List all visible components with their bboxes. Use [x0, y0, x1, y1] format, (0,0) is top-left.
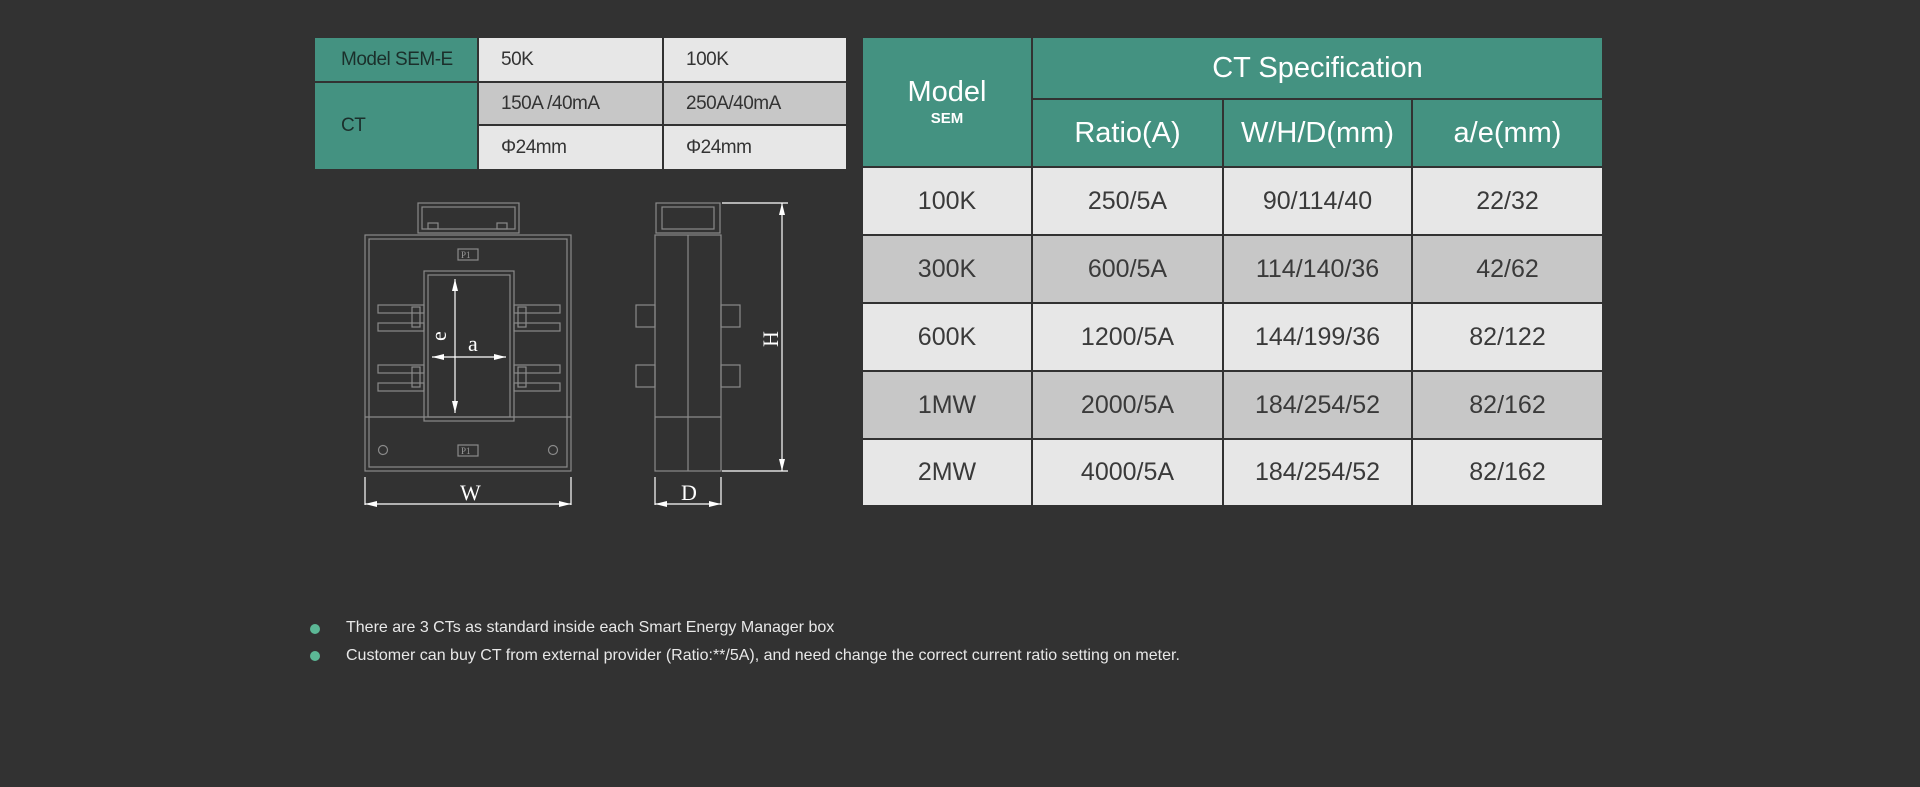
dimension-a-label: a	[468, 331, 478, 356]
note-item: There are 3 CTs as standard inside each …	[346, 619, 835, 636]
ae-header-cell: a/e(mm)	[1413, 100, 1602, 166]
p1-bottom-label: P1	[461, 446, 471, 456]
whd-value: 184/254/52	[1254, 390, 1381, 419]
bullet-icon	[310, 624, 320, 634]
whd-cell: 114/140/36	[1224, 236, 1411, 302]
ct-ratio-100k-cell: 250A/40mA	[664, 83, 846, 124]
ae-cell: 42/62	[1413, 236, 1602, 302]
model-header: Model	[907, 76, 987, 108]
dimension-e-label: e	[426, 331, 451, 341]
ratio-value: 250/5A	[1087, 186, 1168, 215]
ct-diameter-50k: Φ24mm	[501, 136, 567, 158]
model-value: 100K	[917, 186, 977, 215]
ct-diameter-100k-cell: Φ24mm	[664, 126, 846, 169]
spec-title-cell: CT Specification	[1033, 38, 1602, 98]
ae-header: a/e(mm)	[1453, 116, 1562, 149]
model-subheader: SEM	[930, 110, 964, 127]
model-100k: 100K	[686, 48, 729, 70]
ae-cell: 82/162	[1413, 372, 1602, 438]
ct-dimension-drawing: a e W D H P1 P1	[364, 202, 788, 507]
model-value: 300K	[917, 254, 977, 283]
ae-value: 82/162	[1469, 390, 1546, 419]
model-cell: 1MW	[863, 372, 1031, 438]
whd-value: 114/140/36	[1255, 254, 1380, 283]
ct-diameter-50k-cell: Φ24mm	[479, 126, 662, 169]
dimension-d-label: D	[681, 480, 697, 505]
ae-cell: 22/32	[1413, 168, 1602, 234]
whd-value: 90/114/40	[1262, 186, 1373, 215]
ae-value: 82/162	[1469, 458, 1546, 486]
ct-ratio-100k: 250A/40mA	[686, 92, 781, 114]
whd-cell: 184/254/52	[1224, 372, 1411, 438]
ae-cell: 82/162	[1413, 440, 1602, 505]
ct-ratio-50k: 150A /40mA	[501, 92, 600, 114]
model-label-cell: Model SEM-E	[315, 38, 477, 81]
model-100k-cell: 100K	[664, 38, 846, 81]
model-header-cell: Model SEM	[863, 38, 1031, 166]
ratio-cell: 2000/5A	[1033, 372, 1222, 438]
p1-top-label: P1	[461, 250, 471, 260]
ratio-value: 600/5A	[1087, 254, 1168, 283]
ae-cell: 82/122	[1413, 304, 1602, 370]
whd-cell: 144/199/36	[1224, 304, 1411, 370]
ae-value: 42/62	[1476, 254, 1539, 283]
model-value: 600K	[917, 322, 977, 351]
spec-title: CT Specification	[1212, 51, 1423, 84]
model-50k: 50K	[501, 48, 534, 70]
model-cell: 300K	[863, 236, 1031, 302]
ratio-cell: 250/5A	[1033, 168, 1222, 234]
ratio-cell: 4000/5A	[1033, 440, 1222, 505]
dimension-h-label: H	[758, 331, 783, 347]
model-label: Model SEM-E	[341, 48, 453, 70]
ratio-value: 2000/5A	[1080, 390, 1175, 419]
ae-value: 82/122	[1469, 322, 1546, 351]
model-50k-cell: 50K	[479, 38, 662, 81]
model-cell: 2MW	[863, 440, 1031, 505]
ratio-cell: 1200/5A	[1033, 304, 1222, 370]
ratio-value: 4000/5A	[1080, 458, 1175, 486]
whd-value: 144/199/36	[1254, 322, 1381, 351]
ratio-cell: 600/5A	[1033, 236, 1222, 302]
dimension-w-label: W	[460, 480, 481, 505]
ratio-value: 1200/5A	[1080, 322, 1175, 351]
ae-value: 22/32	[1476, 186, 1539, 215]
note-item: Customer can buy CT from external provid…	[346, 647, 1180, 664]
whd-header-cell: W/H/D(mm)	[1224, 100, 1411, 166]
whd-cell: 184/254/52	[1224, 440, 1411, 505]
ct-diameter-100k: Φ24mm	[686, 136, 752, 158]
whd-header: W/H/D(mm)	[1240, 116, 1394, 149]
ratio-header: Ratio(A)	[1074, 116, 1181, 149]
ct-ratio-50k-cell: 150A /40mA	[479, 83, 662, 124]
bullet-icon	[310, 651, 320, 661]
ratio-header-cell: Ratio(A)	[1033, 100, 1222, 166]
model-cell: 600K	[863, 304, 1031, 370]
whd-cell: 90/114/40	[1224, 168, 1411, 234]
whd-value: 184/254/52	[1254, 458, 1381, 486]
model-value: 2MW	[917, 458, 977, 486]
ct-label-cell: CT	[315, 83, 477, 169]
model-cell: 100K	[863, 168, 1031, 234]
model-value: 1MW	[917, 390, 977, 419]
ct-label: CT	[341, 115, 366, 136]
